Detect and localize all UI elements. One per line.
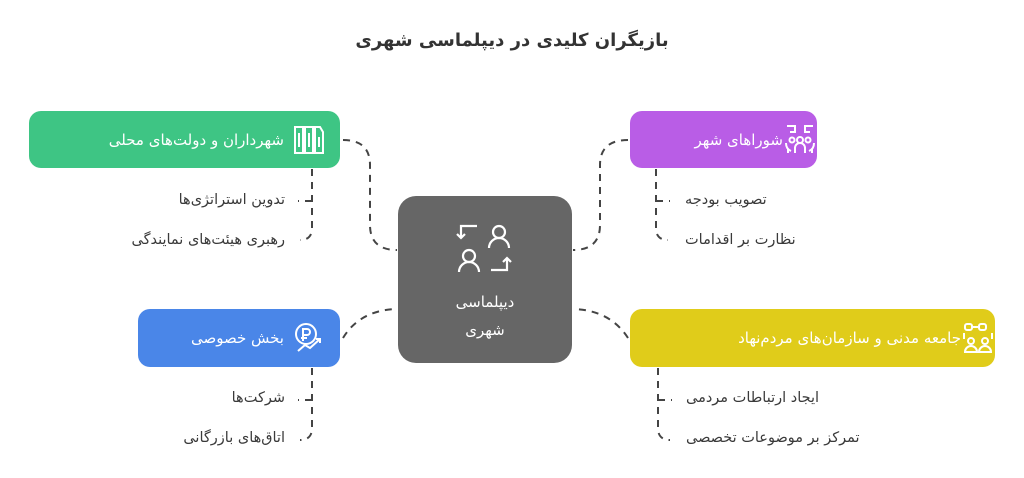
community-icon [963, 323, 993, 353]
branch-civil [657, 368, 672, 441]
item-companies: شرکت‌ها [231, 390, 285, 406]
center-label-line1: دیپلماسی [455, 293, 515, 311]
connector-councils [572, 139, 629, 251]
node-private: بخش خصوصی [138, 309, 340, 367]
node-private-label: بخش خصوصی [190, 329, 284, 347]
center-node: دیپلماسی شهری [398, 196, 572, 363]
center-label-line2: شهری [465, 321, 505, 339]
node-councils-label: شوراهای شهر [694, 130, 783, 149]
item-strategy: تدوین استراتژی‌ها [178, 192, 285, 208]
item-connections: ایجاد ارتباطات مردمی [686, 390, 820, 406]
item-oversight: نظارت بر اقدامات [685, 232, 796, 248]
council-icon [785, 124, 815, 153]
connector-private [342, 308, 398, 339]
connector-mayors [342, 139, 398, 251]
diagram-title: بازیگران کلیدی در دیپلماسی شهری [355, 30, 669, 51]
item-chambers: اتاق‌های بازرگانی [183, 430, 285, 446]
branch-private [298, 368, 313, 441]
money-growth-icon [295, 323, 321, 352]
node-mayors: شهرداران و دولت‌های محلی [29, 111, 340, 168]
node-civil-label: جامعه مدنی و سازمان‌های مردم‌نهاد [738, 329, 961, 347]
exchange-people-icon [456, 224, 512, 273]
item-specialized: تمرکز بر موضوعات تخصصی [686, 430, 860, 446]
item-delegations: رهبری هیئت‌های نمایندگی [131, 232, 286, 248]
item-budget: تصویب بودجه [685, 192, 767, 208]
connector-civil [572, 308, 629, 339]
node-councils: شوراهای شهر [630, 111, 817, 168]
branch-mayors [298, 169, 313, 241]
node-civil: جامعه مدنی و سازمان‌های مردم‌نهاد [630, 309, 995, 367]
node-mayors-label: شهرداران و دولت‌های محلی [108, 130, 284, 149]
branch-councils [655, 169, 670, 241]
buildings-icon [294, 125, 324, 154]
